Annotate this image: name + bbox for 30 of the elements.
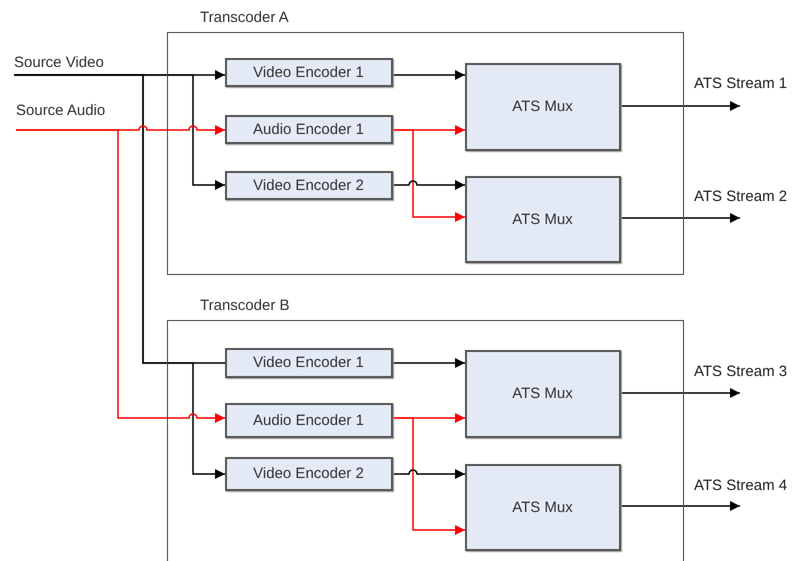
edge-label: ATS Stream 2: [694, 188, 788, 205]
arrow: [621, 101, 740, 111]
process-box: ATS Mux: [464, 350, 620, 438]
arrow: [621, 213, 740, 223]
edge-label: ATS Stream 1: [694, 75, 788, 92]
arrow: [621, 388, 740, 398]
process-box: ATS Mux: [464, 62, 620, 150]
frame-title: Transcoder B: [200, 297, 290, 314]
arrow: [621, 501, 740, 511]
arrow: [393, 180, 465, 190]
arrow: [393, 129, 465, 222]
arrow: [393, 469, 465, 479]
source-label: Source Audio: [16, 102, 106, 119]
process-box: Video Encoder 2: [224, 456, 392, 490]
process-box: Video Encoder 1: [224, 348, 392, 378]
process-box: Audio Encoder 1: [224, 402, 392, 438]
frame-title: Transcoder A: [200, 9, 289, 26]
arrow: [14, 74, 225, 479]
arrow: [393, 358, 465, 368]
edge-label: ATS Stream 4: [694, 477, 788, 494]
process-box: Audio Encoder 1: [224, 114, 392, 144]
source-label: Source Video: [14, 54, 104, 71]
process-box: ATS Mux: [464, 176, 620, 262]
arrow: [16, 129, 225, 423]
arrow: [393, 417, 465, 535]
process-box: Video Encoder 2: [224, 170, 392, 200]
edge-label: ATS Stream 3: [694, 363, 788, 380]
process-box: ATS Mux: [464, 464, 620, 550]
process-box: Video Encoder 1: [224, 58, 392, 86]
arrow: [393, 70, 465, 80]
